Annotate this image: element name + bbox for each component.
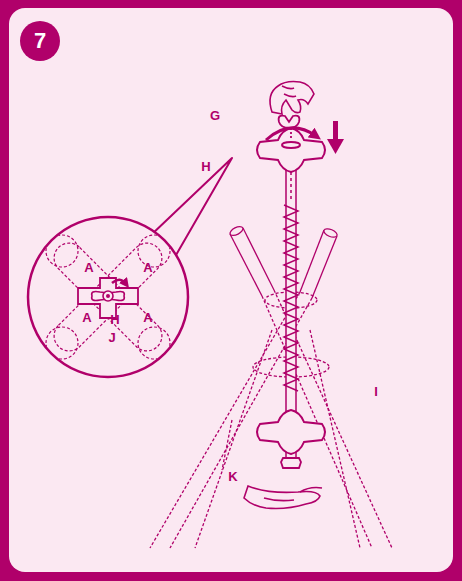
part-letter: A: [143, 261, 152, 275]
step-number-badge: 7: [20, 21, 60, 61]
step-number: 7: [34, 29, 46, 53]
part-letter: A: [143, 311, 152, 325]
star-knob: [257, 128, 325, 172]
bolt-head: [281, 458, 301, 468]
part-letter: G: [210, 109, 220, 123]
panel-background: [9, 8, 453, 572]
star-knob: [257, 410, 325, 454]
part-letter: H: [201, 160, 210, 174]
down-arrow: [327, 121, 344, 154]
hand: [244, 486, 322, 509]
detail-inset: [28, 217, 188, 377]
part-letter: A: [82, 311, 91, 325]
hand: [270, 82, 314, 115]
part-letter: A: [84, 261, 93, 275]
part-letter: H: [110, 313, 119, 327]
tripod-legs: [150, 225, 392, 548]
part-letter: K: [228, 470, 237, 484]
rotate-arrow: [266, 128, 316, 140]
part-letter: I: [374, 385, 378, 399]
part-letter: J: [108, 331, 115, 345]
